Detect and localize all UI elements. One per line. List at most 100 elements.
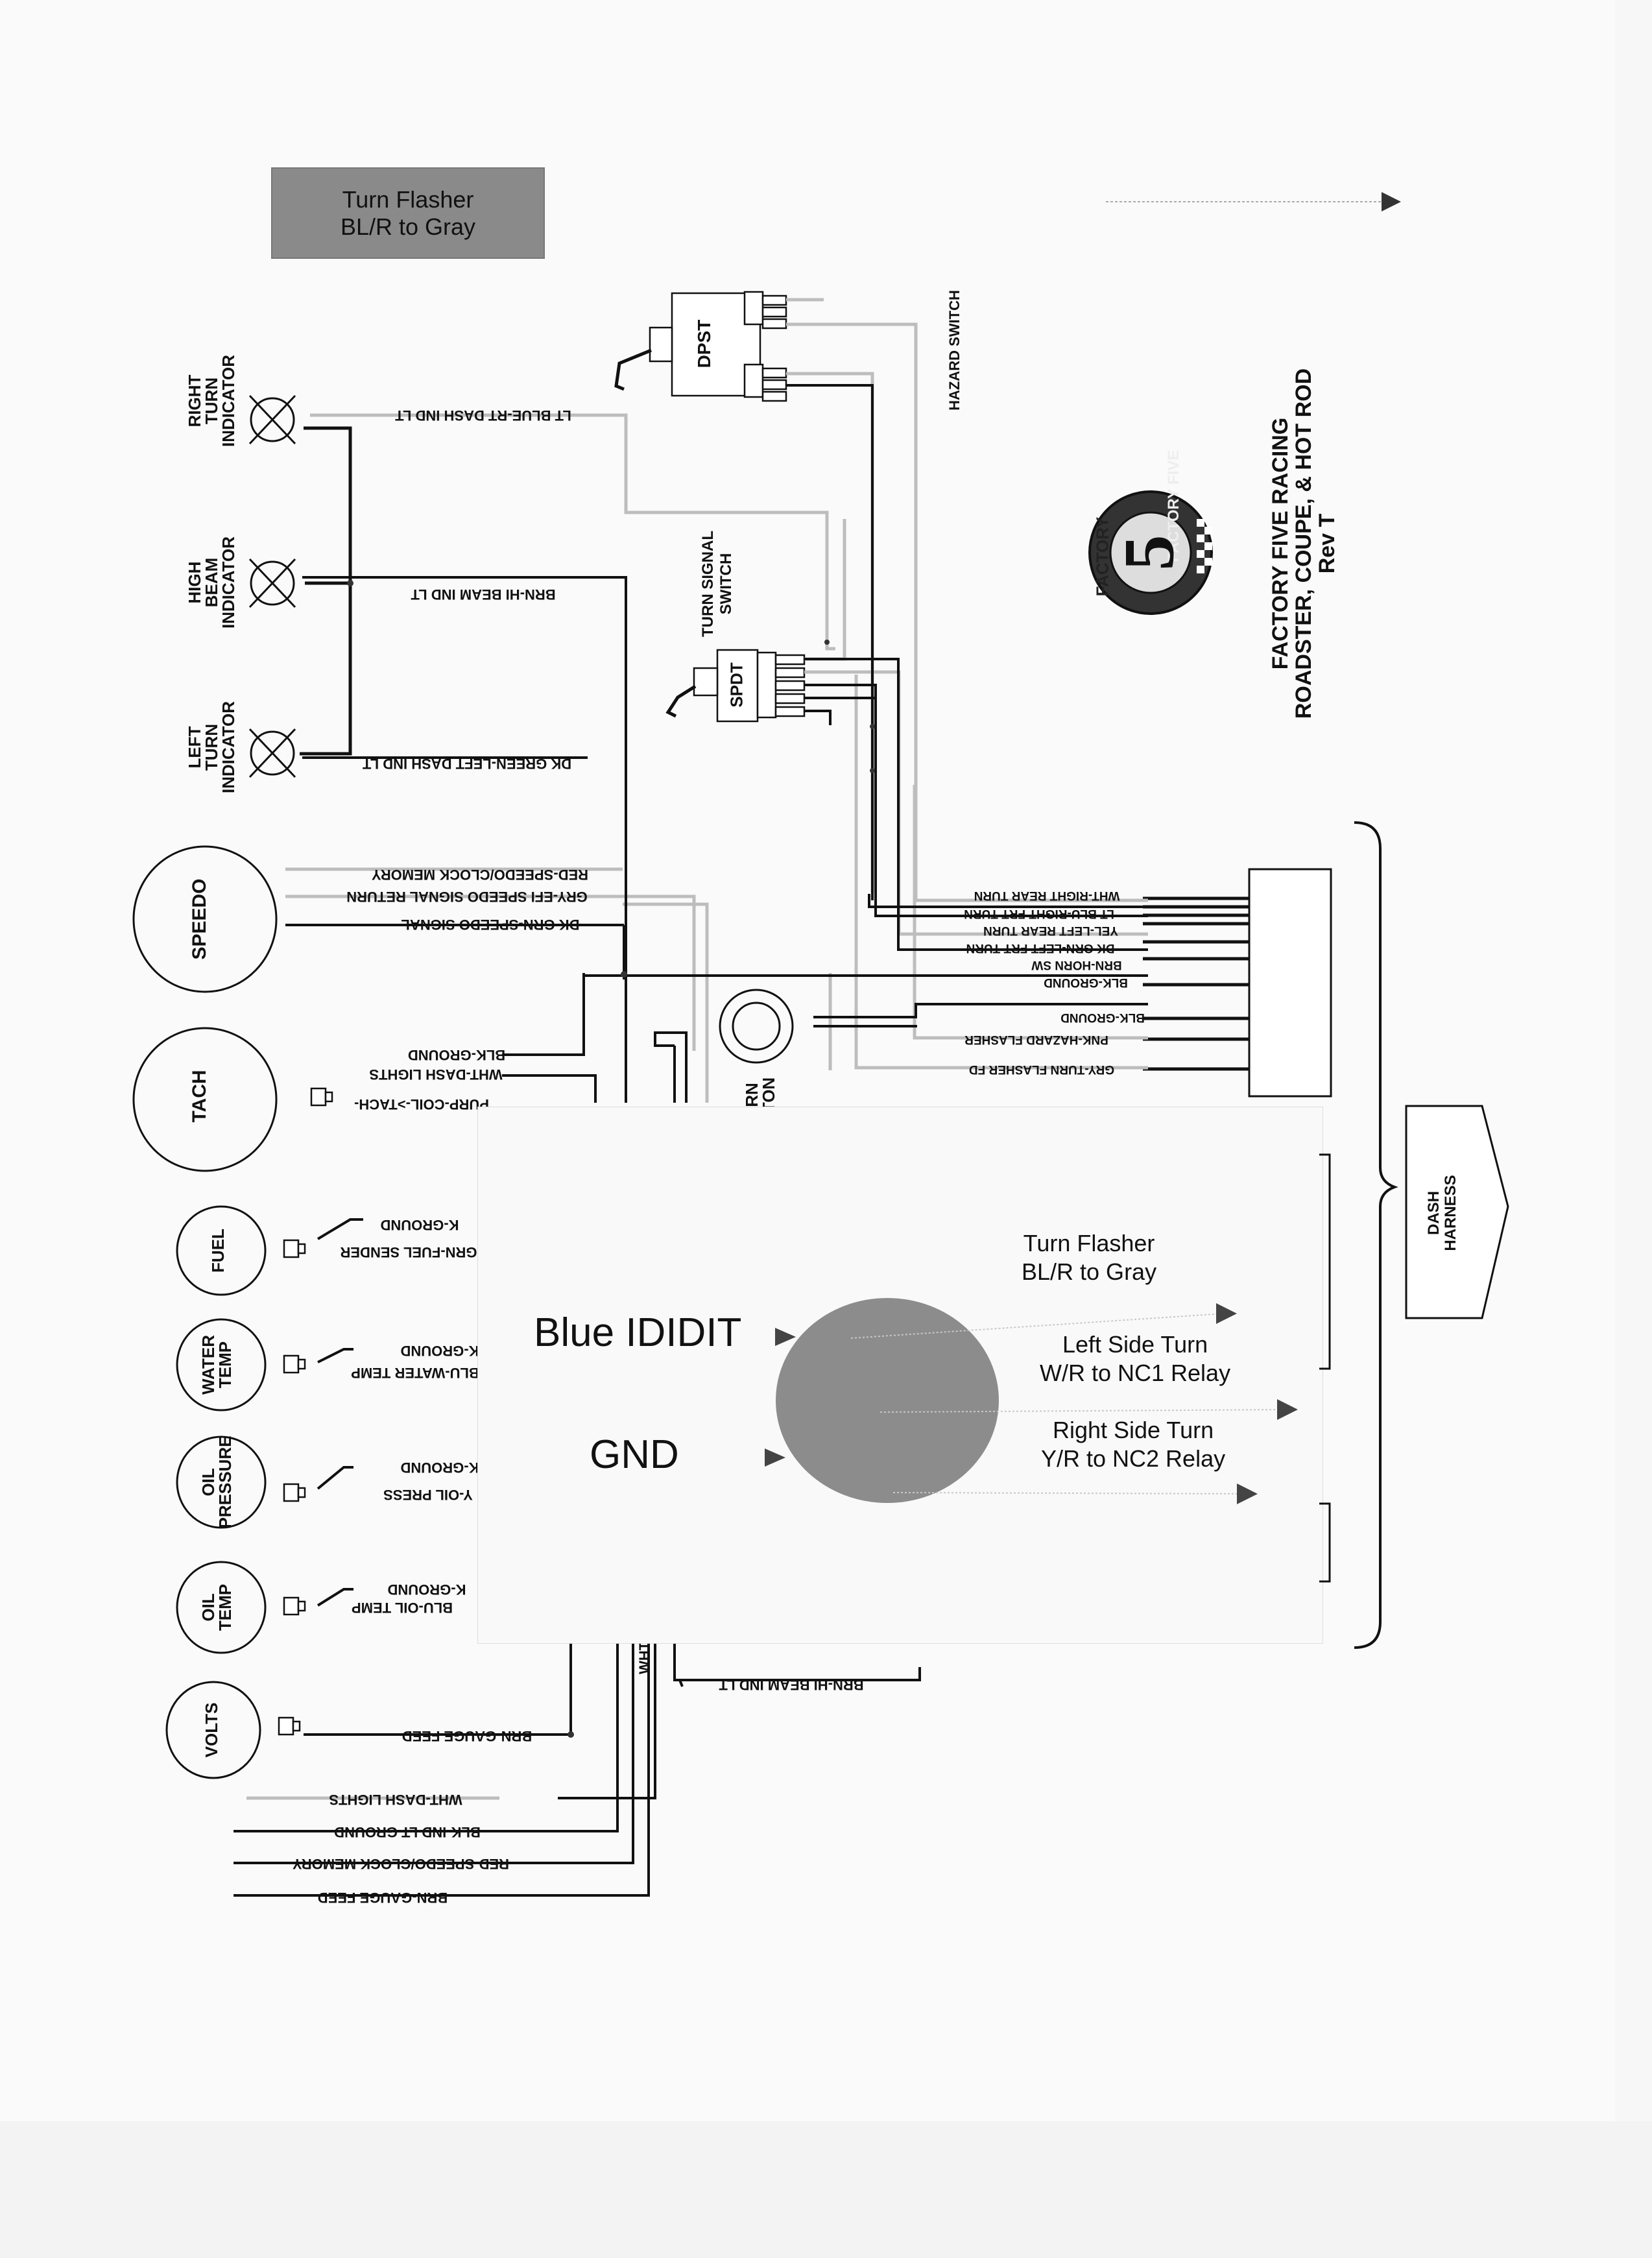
- label-line: OIL: [198, 1468, 218, 1496]
- indicator-ground-bus: [300, 426, 352, 756]
- label-line: BL/R to Gray: [1022, 1258, 1157, 1285]
- label-line: HIGH: [185, 561, 204, 604]
- wire-label: WHT-DASH LIGHTS: [329, 1792, 462, 1808]
- harness-label: DK GRN-LEFT FRT TURN: [966, 941, 1115, 955]
- wire-label: BRN-GAUGE FEED: [317, 1890, 448, 1906]
- relay-circle: [776, 1298, 999, 1503]
- wire-label: LT BLUE-RT DASH IND LT: [395, 407, 571, 424]
- high-beam-indicator-label: HIGH BEAM INDICATOR: [185, 536, 238, 629]
- left-side-turn-label: Left Side Turn W/R to NC1 Relay: [1040, 1330, 1230, 1387]
- left-turn-indicator-label: LEFT TURN INDICATOR: [185, 701, 238, 793]
- label-line: BEAM: [202, 557, 221, 608]
- harness-label: BLK-GROUND: [1060, 1011, 1145, 1024]
- fuel-gauge: [176, 1205, 267, 1296]
- wire-label: BLK-GROUND: [407, 1047, 506, 1063]
- turn-signal-label-2: SWITCH: [717, 553, 735, 615]
- harness-label: BLK-GROUND: [1044, 976, 1128, 989]
- right-turn-indicator-label: RIGHT TURN INDICATOR: [185, 354, 238, 448]
- arrow-icon: [775, 1328, 796, 1346]
- label-line: OIL: [198, 1593, 218, 1622]
- overlay-graphics: [765, 1298, 1298, 1504]
- dpst-label: DPST: [694, 319, 714, 368]
- turn-flasher-label: Turn Flasher BL/R to Gray: [1022, 1229, 1156, 1286]
- harness-label: YEL-LEFT REAR TURN: [983, 924, 1118, 937]
- arrow-icon: [765, 1448, 785, 1467]
- factory-five-logo: [1088, 490, 1213, 615]
- title-line2: ROADSTER, COUPE, & HOT ROD: [1291, 368, 1316, 719]
- top-arrow: [1106, 192, 1401, 211]
- label-line: DASH: [1425, 1190, 1443, 1236]
- tach-gauge: [132, 1027, 278, 1172]
- fuel-label: FUEL: [208, 1229, 228, 1273]
- harness-label: LT BLU-RIGHT FRT TURN: [964, 907, 1114, 920]
- junction-dots: [347, 580, 875, 1738]
- label-line: Right Side Turn: [1052, 1417, 1214, 1443]
- dash-harness-connector: [1248, 868, 1332, 1098]
- wire-label: GRY-EFI SPEEDO SIGNAL RETURN: [346, 889, 588, 905]
- wires-black: [233, 384, 1148, 1897]
- wire-label: K-GROUND: [400, 1343, 479, 1359]
- wire-label: WHT-DASH LIGHTS: [369, 1066, 503, 1083]
- flasher-line1: Turn Flasher: [342, 186, 474, 213]
- arrow-icon: [1216, 1303, 1237, 1324]
- hazard-switch-label: HAZARD SWITCH: [946, 290, 963, 411]
- label-line: LEFT: [185, 726, 204, 769]
- wire-label: PURP-COIL->TACH-: [354, 1096, 489, 1112]
- label-line: WATER: [198, 1335, 218, 1395]
- title-line1: FACTORY FIVE RACING: [1268, 417, 1293, 670]
- gnd-label: GND: [590, 1432, 679, 1477]
- title-line3: Rev T: [1315, 513, 1339, 574]
- water-temp-gauge: [176, 1318, 267, 1411]
- oil-pressure-gauge: [176, 1435, 267, 1529]
- left-turn-indicator-lamp: [248, 728, 296, 778]
- wire-label: BLU-OIL TEMP: [351, 1600, 453, 1616]
- high-beam-indicator-lamp: [248, 558, 296, 608]
- title-block: FACTORY FIVE RACING ROADSTER, COUPE, & H…: [1268, 368, 1339, 719]
- wire-label: BLK-IND LT GROUND: [334, 1824, 481, 1840]
- turn-flasher-callout: Turn Flasher BL/R to Gray: [271, 167, 545, 259]
- label-line: TEMP: [215, 1583, 235, 1631]
- label-line: HARNESS: [1442, 1175, 1459, 1251]
- oil-temp-gauge: [176, 1561, 267, 1654]
- flasher-line2: BL/R to Gray: [340, 213, 476, 240]
- speedo-gauge: [132, 845, 278, 993]
- overlay-edge-ticks: [1319, 1153, 1331, 1583]
- volts-gauge: [165, 1681, 261, 1779]
- volts-label: VOLTS: [202, 1702, 221, 1758]
- horn-button: [719, 989, 794, 1064]
- arrow-icon: [1237, 1483, 1258, 1504]
- dash-harness-arrow: [1405, 1105, 1509, 1319]
- label-line: Y/R to NC2 Relay: [1041, 1445, 1226, 1472]
- label-line: Turn Flasher: [1023, 1230, 1155, 1256]
- turn-signal-switch-label: TURN SIGNAL SWITCH: [699, 531, 736, 637]
- label-line: INDICATOR: [219, 354, 238, 448]
- harness-label: WHT-RIGHT REAR TURN: [974, 889, 1120, 902]
- blue-ididit-label: Blue IDIDIT: [534, 1310, 742, 1355]
- tach-label: TACH: [189, 1070, 210, 1123]
- harness-pins: [1143, 896, 1249, 1071]
- wire-label: DK GRN-SPEEDO SIGNAL: [401, 917, 580, 933]
- spdt-turn-signal-switch: [665, 649, 806, 723]
- wire-label: RED-SPEEDO/CLOCK MEMORY: [292, 1856, 510, 1872]
- label-line: Left Side Turn: [1062, 1331, 1208, 1358]
- spdt-label: SPDT: [726, 662, 747, 708]
- harness-label: BRN-HORN SW: [1031, 958, 1122, 972]
- ididit-overlay-panel: Blue IDIDIT GND Turn Flasher BL/R to Gra…: [477, 1107, 1323, 1644]
- gauge-circles: [132, 845, 278, 1779]
- harness-bracket: [1354, 821, 1398, 1649]
- wire-label: RED-SPEEDO/CLOCK MEMORY: [371, 867, 589, 883]
- label-line: RIGHT: [185, 374, 204, 427]
- harness-label: PNK-HAZARD FLASHER: [964, 1033, 1108, 1046]
- wire-label: BRN-HI BEAM IND LT: [411, 586, 556, 603]
- right-side-turn-label: Right Side Turn Y/R to NC2 Relay: [1041, 1416, 1225, 1473]
- wire-label: GRN-FUEL SENDER: [340, 1244, 477, 1260]
- label-line: INDICATOR: [219, 536, 238, 629]
- turn-signal-label-1: TURN SIGNAL: [699, 531, 717, 637]
- wire-label: BLU-WATER TEMP: [351, 1365, 479, 1381]
- speedo-label: SPEEDO: [189, 878, 210, 960]
- arrow-icon: [1277, 1399, 1298, 1420]
